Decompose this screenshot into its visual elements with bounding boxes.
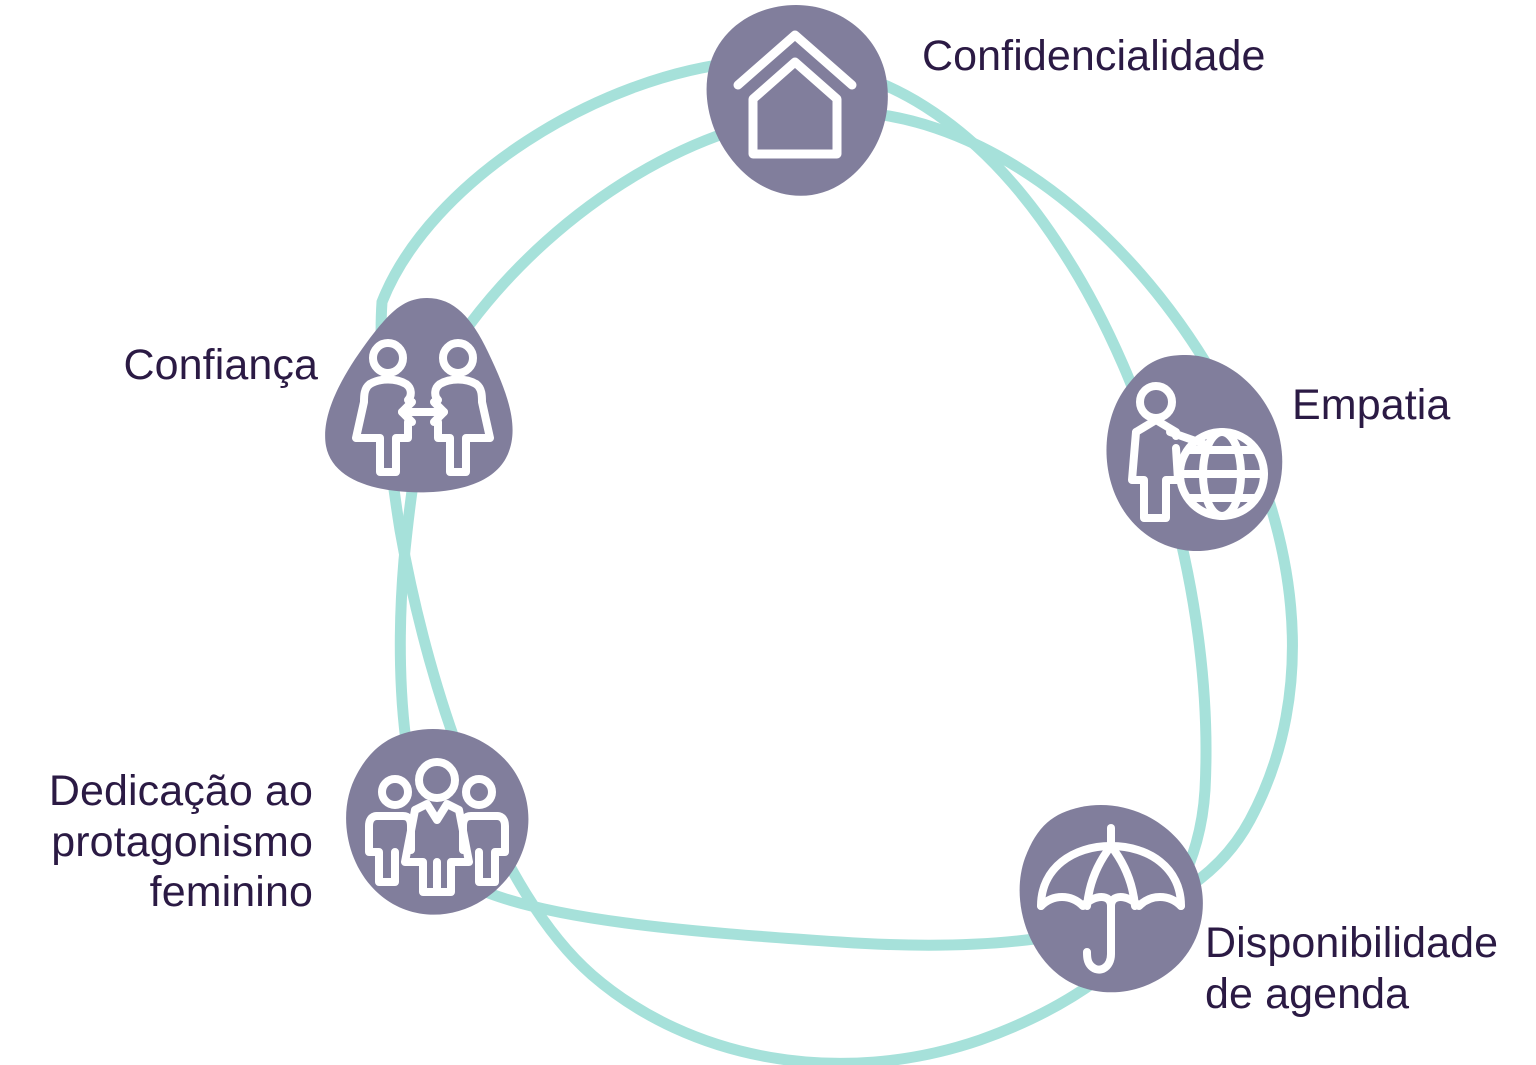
umbrella-icon xyxy=(1037,824,1185,974)
label-confidencialidade: Confidencialidade xyxy=(922,32,1266,80)
node-confianca[interactable] xyxy=(324,296,522,494)
three-people-icon xyxy=(365,758,509,896)
node-empatia[interactable] xyxy=(1100,352,1290,552)
node-confidencialidade[interactable] xyxy=(697,2,893,198)
two-women-arrow-icon xyxy=(352,339,494,476)
label-empatia: Empatia xyxy=(1292,381,1451,429)
label-disponibilidade-de-agenda: Disponibilidade de agenda xyxy=(1205,919,1499,1018)
node-disponibilidade-de-agenda[interactable] xyxy=(1013,802,1209,998)
node-dedicacao-ao-protagonismo-feminino[interactable] xyxy=(341,726,535,920)
label-confianca: Confiança xyxy=(123,341,318,389)
label-dedicacao-ao-protagonismo-feminino: Dedicação ao protagonismo feminino xyxy=(48,767,313,917)
house-icon xyxy=(733,30,857,159)
person-globe-icon xyxy=(1128,382,1268,522)
